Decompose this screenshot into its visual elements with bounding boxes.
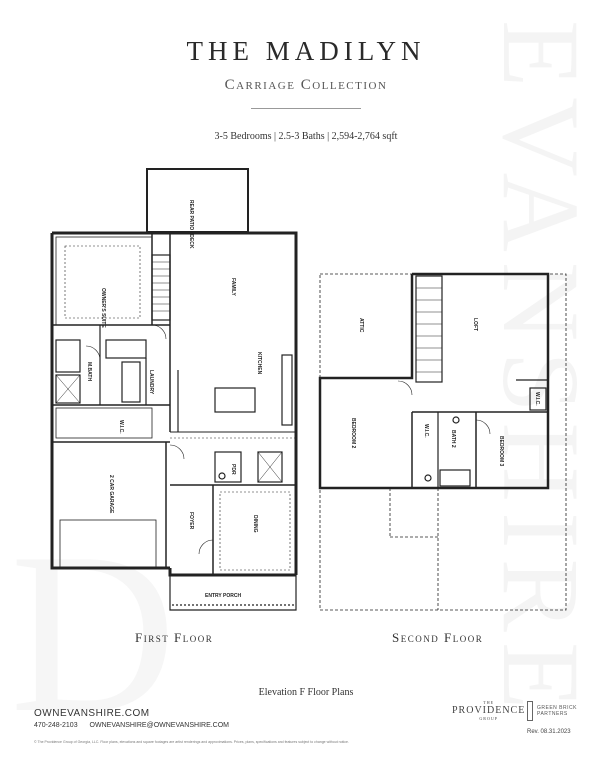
room-label-laundry: LAUNDRY bbox=[148, 370, 154, 395]
room-label-dining: DINING bbox=[252, 515, 258, 533]
providence-logo-name: PROVIDENCE bbox=[452, 705, 526, 716]
website-link[interactable]: OWNEVANSHIRE.COM bbox=[34, 708, 150, 719]
legal-disclaimer: © The Providence Group of Georgia, LLC. … bbox=[34, 740, 349, 744]
plan-specs: 3-5 Bedrooms | 2.5-3 Baths | 2,594-2,764… bbox=[214, 131, 398, 142]
email-link[interactable]: OWNEVANSHIRE@OWNEVANSHIRE.COM bbox=[89, 722, 230, 729]
room-label-family: FAMILY bbox=[230, 278, 236, 297]
room-label-entry-porch: ENTRY PORCH bbox=[205, 593, 242, 599]
room-label-attic: ATTIC bbox=[358, 318, 364, 333]
room-label-mbath: M.BATH bbox=[86, 362, 92, 381]
green-brick-logo: GREEN BRICK PARTNERS bbox=[527, 700, 577, 722]
room-label-bedroom3: BEDROOM 3 bbox=[498, 436, 504, 467]
room-label-bath2: BATH 2 bbox=[450, 430, 456, 448]
room-label-wic: W.I.C. bbox=[118, 420, 124, 434]
contact-block: OWNEVANSHIRE.COM 470-248-2103 OWNEVANSHI… bbox=[34, 708, 239, 729]
green-brick-name: GREEN BRICK bbox=[537, 705, 577, 711]
page-title: THE MADILYN bbox=[186, 36, 426, 66]
room-label-kitchen: KITCHEN bbox=[256, 352, 262, 375]
providence-logo-suffix: GROUP bbox=[479, 716, 498, 721]
green-brick-icon bbox=[527, 701, 533, 721]
room-label-owners-suite: OWNER'S SUITE bbox=[100, 288, 106, 328]
phone-number[interactable]: 470-248-2103 bbox=[34, 722, 78, 729]
providence-logo-prefix: THE bbox=[483, 700, 495, 705]
revision-date: Rev. 08.31.2023 bbox=[527, 729, 571, 735]
room-label-wic2: W.I.C. bbox=[534, 392, 540, 406]
room-label-bedroom2: BEDROOM 2 bbox=[350, 418, 356, 449]
elevation-caption: Elevation F Floor Plans bbox=[258, 687, 354, 698]
page-subtitle: Carriage Collection bbox=[224, 77, 388, 93]
room-label-pdr: PDR bbox=[230, 464, 236, 475]
first-floor-label: First Floor bbox=[135, 630, 214, 645]
room-label-wic-upper: W.I.C. bbox=[423, 424, 429, 438]
room-label-foyer: FOYER bbox=[188, 512, 194, 530]
title-divider bbox=[251, 108, 361, 109]
room-label-garage: 2 CAR GARAGE bbox=[108, 475, 114, 514]
deck-outline bbox=[146, 168, 249, 233]
providence-logo: THE PROVIDENCE GROUP bbox=[452, 700, 525, 721]
green-brick-sub: PARTNERS bbox=[537, 711, 568, 717]
room-label-deck: REAR PATIO / DECK bbox=[188, 200, 194, 249]
room-label-loft: LOFT bbox=[472, 318, 478, 331]
second-floor-label: Second Floor bbox=[392, 630, 484, 645]
